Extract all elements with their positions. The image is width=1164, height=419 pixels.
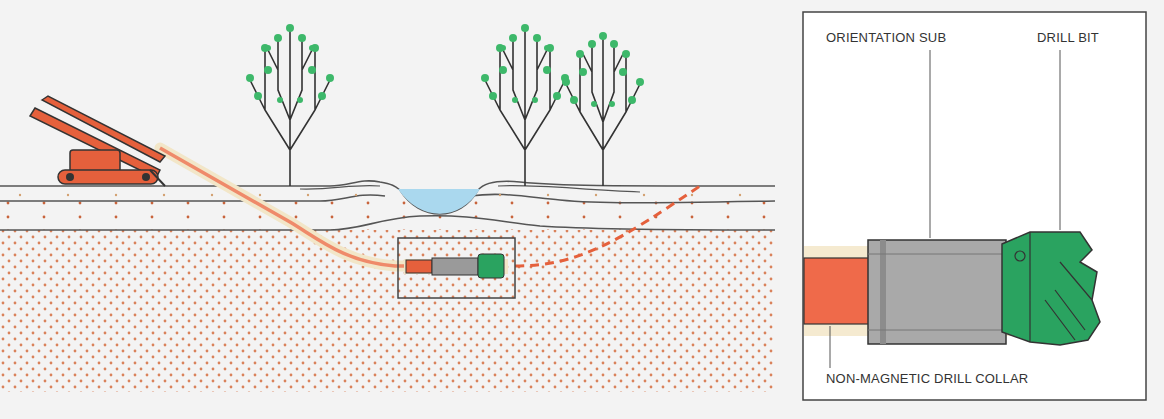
part-label: NON-MAGNETIC DRILL COLLAR bbox=[826, 371, 1028, 387]
tree bbox=[250, 30, 640, 186]
leader-line bbox=[830, 326, 831, 368]
detail-panel bbox=[803, 12, 1146, 400]
leader-line bbox=[1060, 50, 1061, 230]
leaves bbox=[246, 24, 644, 107]
drill-collar bbox=[804, 258, 874, 324]
drill-rig bbox=[30, 96, 165, 186]
drill-bit bbox=[1002, 232, 1100, 345]
soil bbox=[0, 230, 775, 392]
part-label: DRILL BIT bbox=[1037, 30, 1099, 46]
orientation-sub bbox=[868, 240, 1006, 344]
borehole bbox=[160, 148, 410, 266]
leader-line bbox=[930, 50, 931, 238]
part-label: ORIENTATION SUB bbox=[826, 30, 946, 46]
layer-line bbox=[0, 216, 775, 230]
surface-line bbox=[0, 181, 775, 214]
inset-frame bbox=[398, 238, 515, 298]
pond bbox=[398, 189, 480, 214]
planned-path bbox=[515, 186, 700, 266]
drill-string bbox=[160, 148, 410, 266]
